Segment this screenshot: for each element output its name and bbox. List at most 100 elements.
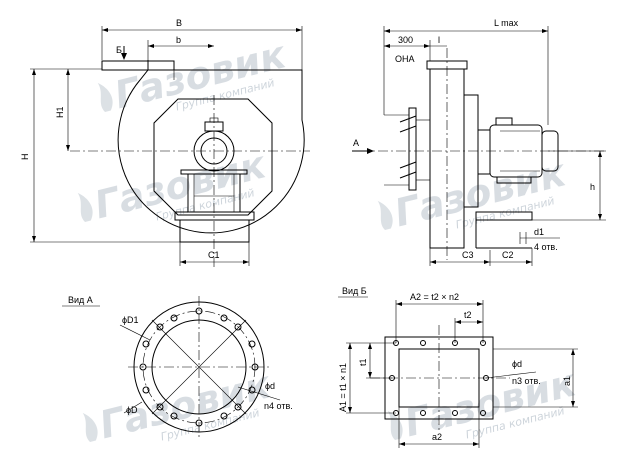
arrow-icon (477, 302, 483, 306)
leader-d (237, 386, 281, 401)
arrow-icon (384, 29, 390, 33)
side-base-plate (475, 211, 533, 221)
leader-D (123, 401, 143, 414)
arrow-icon (66, 69, 70, 75)
arrow-icon (571, 349, 575, 355)
rect-hole (452, 410, 458, 416)
flange-bolt (399, 161, 417, 169)
arrow-icon (473, 442, 479, 446)
bolt-hole (251, 363, 259, 371)
watermark-bottom-left: Газовик Группа компаний (82, 362, 276, 447)
dim-t2-label: t2 (464, 310, 472, 320)
arrow-icon (208, 44, 214, 48)
view-b-marker: Б (116, 45, 122, 55)
holes-4-label: 4 отв. (534, 242, 558, 252)
dim-L-label: L max (494, 18, 519, 28)
bolt-hole (170, 314, 178, 322)
bolt-hole (195, 419, 203, 427)
arrow-icon (484, 260, 490, 264)
rect-hole (480, 410, 486, 416)
arrow-icon (180, 260, 186, 264)
bolt-hole (220, 412, 228, 420)
flame-icon (97, 82, 113, 112)
arrow-icon (384, 44, 390, 48)
dim-d1-label: d1 (534, 227, 544, 237)
dim-a2-label: a2 (432, 432, 442, 442)
dim-D1-label: ϕD1 (122, 315, 139, 325)
arrow-icon (296, 28, 302, 32)
n3-holes-label: n3 отв. (512, 376, 541, 386)
arrow-down-icon (121, 53, 127, 60)
flange-bolt (399, 115, 417, 123)
dim-C1-label: C1 (208, 250, 220, 260)
arrow-icon (348, 343, 352, 349)
volute-casing (117, 69, 305, 234)
bolt-hole (248, 386, 256, 394)
bolt-hole (142, 340, 150, 348)
leader-D1 (119, 324, 151, 341)
bolt-hole (234, 403, 242, 411)
dim-b-label: b (176, 35, 181, 45)
dim-H-label: H (20, 154, 30, 161)
leader-d-right (485, 371, 537, 379)
arrow-icon (243, 260, 249, 264)
dim-a1-label: a1 (562, 376, 572, 386)
motor-feet (496, 176, 532, 184)
watermark-mid: Газовик Группа компаний (77, 142, 271, 227)
outlet-flange (101, 60, 175, 71)
view-a-title: Вид А (68, 295, 93, 305)
bolt-hole (142, 386, 150, 394)
arrow-icon (368, 372, 372, 378)
arrow-icon (542, 29, 548, 33)
arrow-icon (477, 320, 483, 324)
dim-l-label: l (438, 35, 440, 45)
bolt-hole (234, 323, 242, 331)
bolt-hole (156, 323, 164, 331)
dim-h-label: h (590, 182, 595, 192)
view-b: Вид Б A2 = t2 × n2 t2 (338, 286, 578, 448)
arrow-icon (399, 442, 405, 446)
bolt-hole (139, 363, 147, 371)
flange-bolt (399, 125, 417, 133)
bolt-hole (170, 412, 178, 420)
flame-icon (377, 200, 393, 230)
view-a-marker: A (353, 138, 359, 148)
n4-holes-label: n4 отв. (264, 401, 293, 411)
arrow-icon (598, 151, 602, 157)
flame-icon (82, 412, 98, 442)
bolt-hole (195, 307, 203, 315)
dim-A2-label: A2 = t2 × n2 (410, 292, 459, 302)
dim-C2-label: C2 (502, 250, 514, 260)
dim-C3-label: C3 (462, 250, 474, 260)
flange-bolt (399, 171, 417, 179)
dim-t1-label: t1 (358, 358, 368, 366)
dim-A1-label: A1 = t1 × n1 (338, 363, 348, 412)
rect-hole (420, 340, 426, 346)
dim-H1-label: H1 (55, 106, 65, 118)
arrow-icon (148, 44, 154, 48)
dim-D-label: ϕD (126, 405, 138, 415)
bolt-hole (156, 403, 164, 411)
motor-terminal (495, 117, 513, 126)
bolt-hole (220, 314, 228, 322)
bolt-hole (248, 340, 256, 348)
front-view: B b Б H H1 C1 (20, 18, 310, 268)
arrow-right-icon (367, 148, 374, 154)
arrow-icon (396, 302, 402, 306)
view-b-title: Вид Б (342, 286, 367, 296)
arrow-icon (66, 145, 70, 151)
arrow-icon (32, 69, 36, 75)
dim-B-label: B (176, 18, 182, 28)
dim-d-right-label: ϕd (512, 359, 522, 369)
arrow-icon (455, 320, 461, 324)
dim-300-label: 300 (398, 35, 413, 45)
side-view: A L max 300 l ОНА h C3 C2 (352, 18, 606, 266)
arrow-icon (102, 28, 108, 32)
base-frame (179, 219, 250, 243)
dim-d-left-label: ϕd (265, 381, 275, 391)
arrow-icon (368, 343, 372, 349)
arrow-icon (526, 260, 532, 264)
inlet-octagon (153, 98, 273, 216)
arrow-icon (598, 214, 602, 220)
arrow-icon (348, 407, 352, 413)
